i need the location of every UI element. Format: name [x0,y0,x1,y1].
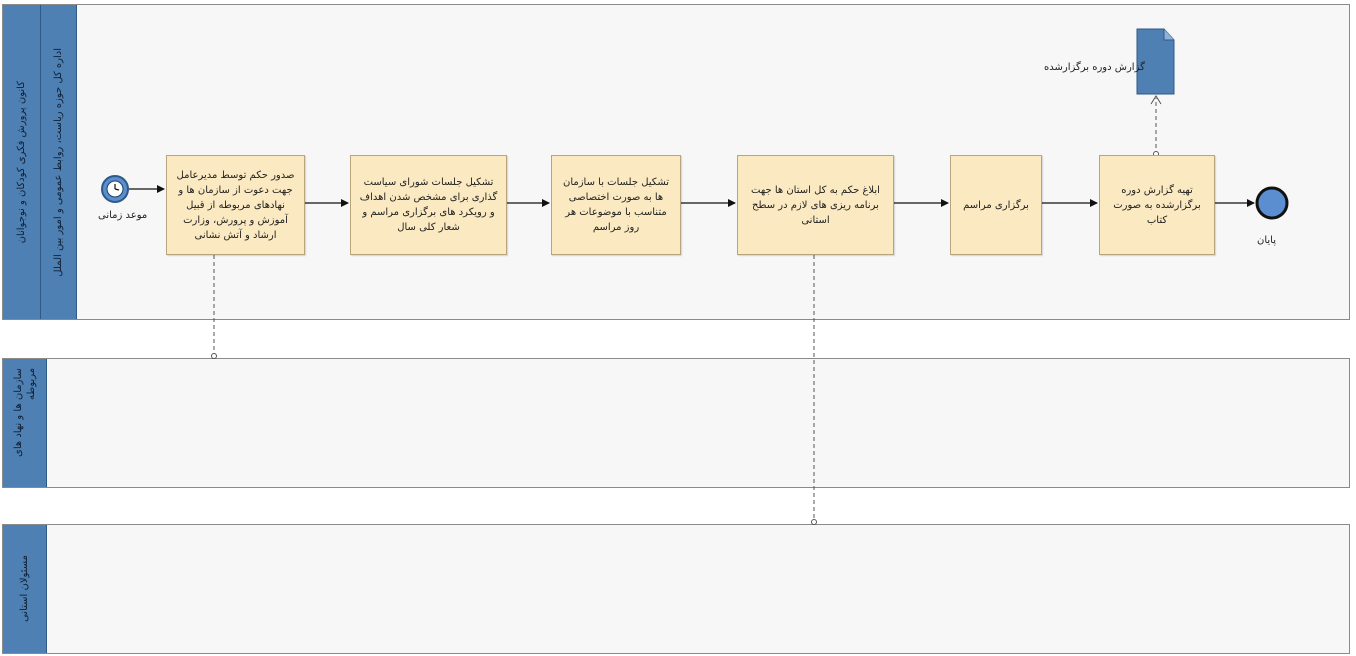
lane-title-pr: اداره کل حوزه ریاست، روابط عمومی و امور … [53,47,64,277]
lane-header-pr: اداره کل حوزه ریاست، روابط عمومی و امور … [41,5,77,319]
task-issue-ruling[interactable]: صدور حکم توسط مدیرعامل جهت دعوت از سازما… [166,155,305,255]
lane-title-organizations: سازمان ها و نهاد های مربوطه [12,368,37,457]
end-event-label: پایان [1257,235,1277,246]
pool-title: کانون پرورش فکری کودکان و نوجوانان [16,80,27,244]
task-organization-meetings[interactable]: تشکیل جلسات با سازمان ها به صورت اختصاصی… [551,155,681,255]
task-hold-ceremony[interactable]: برگزاری مراسم [950,155,1042,255]
pool-header-provincial: مسئولان استانی [3,525,47,653]
task-policy-council-meetings[interactable]: تشکیل جلسات شورای سیاست گذاری برای مشخص … [350,155,507,255]
pool-header: کانون پرورش فکری کودکان و نوجوانان [3,5,41,319]
task-prepare-report[interactable]: تهیه گزارش دوره برگزارشده به صورت کتاب [1099,155,1215,255]
document-label: گزارش دوره برگزارشده [1044,62,1145,73]
pool-organizations: سازمان ها و نهاد های مربوطه [2,358,1350,488]
pool-provincial: مسئولان استانی [2,524,1350,654]
pool-header-organizations: سازمان ها و نهاد های مربوطه [3,359,47,487]
lane-title-provincial: مسئولان استانی [19,555,30,623]
task-notify-provinces[interactable]: ابلاغ حکم به کل استان ها جهت برنامه ریزی… [737,155,894,255]
start-event-label: موعد زمانی [98,210,148,221]
